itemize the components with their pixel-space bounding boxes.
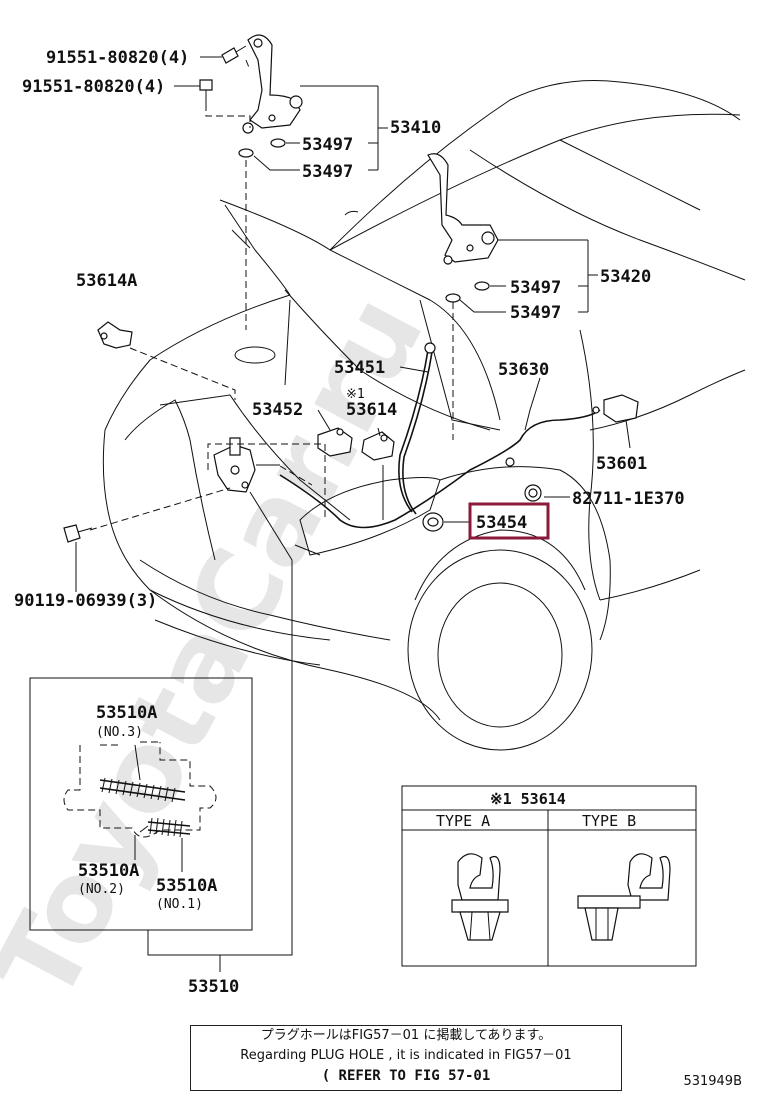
clip-type-b-drawing [577,853,671,941]
clip-type-a-drawing [451,853,509,941]
label-90119: 90119-06939(3) [14,591,157,611]
washer-53497-d [445,293,461,303]
bolt-91551-a [221,45,247,64]
label-53497-c: 53497 [510,278,561,298]
label-53420: 53420 [600,267,651,287]
label-53614a: 53614A [76,271,137,291]
washer-53497-c [474,281,490,291]
release-cable-53630 [279,409,601,529]
note-line-en: Regarding PLUG HOLE , it is indicated in… [240,1048,572,1063]
washer-53497-b [238,148,254,158]
hood-hinge-53420 [427,153,499,265]
highlight-53454 [468,502,550,540]
hood-support-bracket-53452 [317,427,353,457]
label-53614: 53614 [346,400,397,420]
label-53451: 53451 [334,358,385,378]
note-line-refer: ( REFER TO FIG 57-01 [321,1068,491,1084]
cushion-53454 [422,512,444,532]
release-lever-53601 [592,394,639,423]
part-labels: 91551-80820(4) 91551-80820(4) 53410 5349… [14,48,685,997]
label-no3: (NO.3) [96,725,143,740]
car-body [102,80,746,751]
label-53452: 53452 [252,400,303,420]
type-table [401,785,697,967]
type-table-title: ※1 53614 [490,790,566,808]
label-mark-1: ※1 [346,387,365,402]
label-53510: 53510 [188,977,239,997]
hood-support-rod-53451 [398,342,436,515]
clip-53614 [361,431,395,461]
label-53510a-no3: 53510A [96,703,157,723]
type-b-header: TYPE B [582,812,636,830]
note-line-jp: プラグホールはFIG57－01 に掲載してあります。 [260,1028,552,1043]
label-53510a-no2: 53510A [78,861,139,881]
spring-inset [29,677,253,931]
reference-note: プラグホールはFIG57－01 に掲載してあります。 Regarding PLU… [190,1025,622,1091]
hood-lock-53510 [213,437,280,493]
label-53410: 53410 [390,118,441,138]
figure-code: 531949B [683,1074,742,1089]
hood-hinge-53410 [242,34,303,134]
type-a-header: TYPE A [436,812,490,830]
label-no2: (NO.2) [78,882,125,897]
label-no1: (NO.1) [156,897,203,912]
label-53630: 53630 [498,360,549,380]
clamp-82711 [524,484,542,502]
bolt-90119 [63,524,93,543]
label-53454: 53454 [476,513,527,533]
washer-53497-a [270,138,286,148]
label-53497-b: 53497 [302,162,353,182]
clip-53614a [97,321,133,349]
label-91551-b: 91551-80820(4) [22,77,165,97]
label-53510a-no1: 53510A [156,876,217,896]
bolt-91551-b [199,79,213,104]
label-53601: 53601 [596,454,647,474]
watermark: ToyotaCar.ru [0,275,448,1022]
label-91551-a: 91551-80820(4) [46,48,189,68]
label-53497-a: 53497 [302,135,353,155]
label-82711: 82711-1E370 [572,489,685,509]
leader-lines [75,56,631,972]
label-53497-d: 53497 [510,303,561,323]
